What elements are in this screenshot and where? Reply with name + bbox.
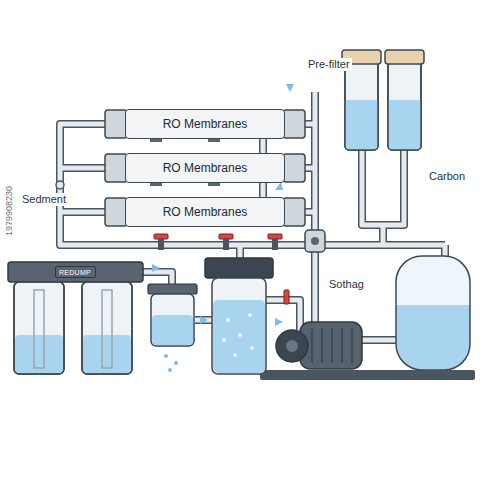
node-text: RO Membranes	[163, 117, 248, 131]
brand-tag: REDUMP	[55, 266, 96, 278]
pipe-connector	[263, 183, 264, 197]
part-label: Pre-filter	[306, 58, 352, 71]
ro-membrane: RO Membranes	[125, 197, 285, 227]
ro-membrane: RO Membranes	[125, 153, 285, 183]
node-text: RO Membranes	[163, 205, 248, 219]
watermark: 1979908230	[3, 184, 16, 238]
part-label: Carbon	[427, 170, 467, 183]
pipe-connector	[263, 139, 264, 153]
node-text: REDUMP	[59, 269, 91, 276]
ro-membrane: RO Membranes	[125, 109, 285, 139]
part-label: Sedment	[20, 193, 68, 206]
part-label: Sothag	[327, 278, 366, 291]
node-text: RO Membranes	[163, 161, 248, 175]
